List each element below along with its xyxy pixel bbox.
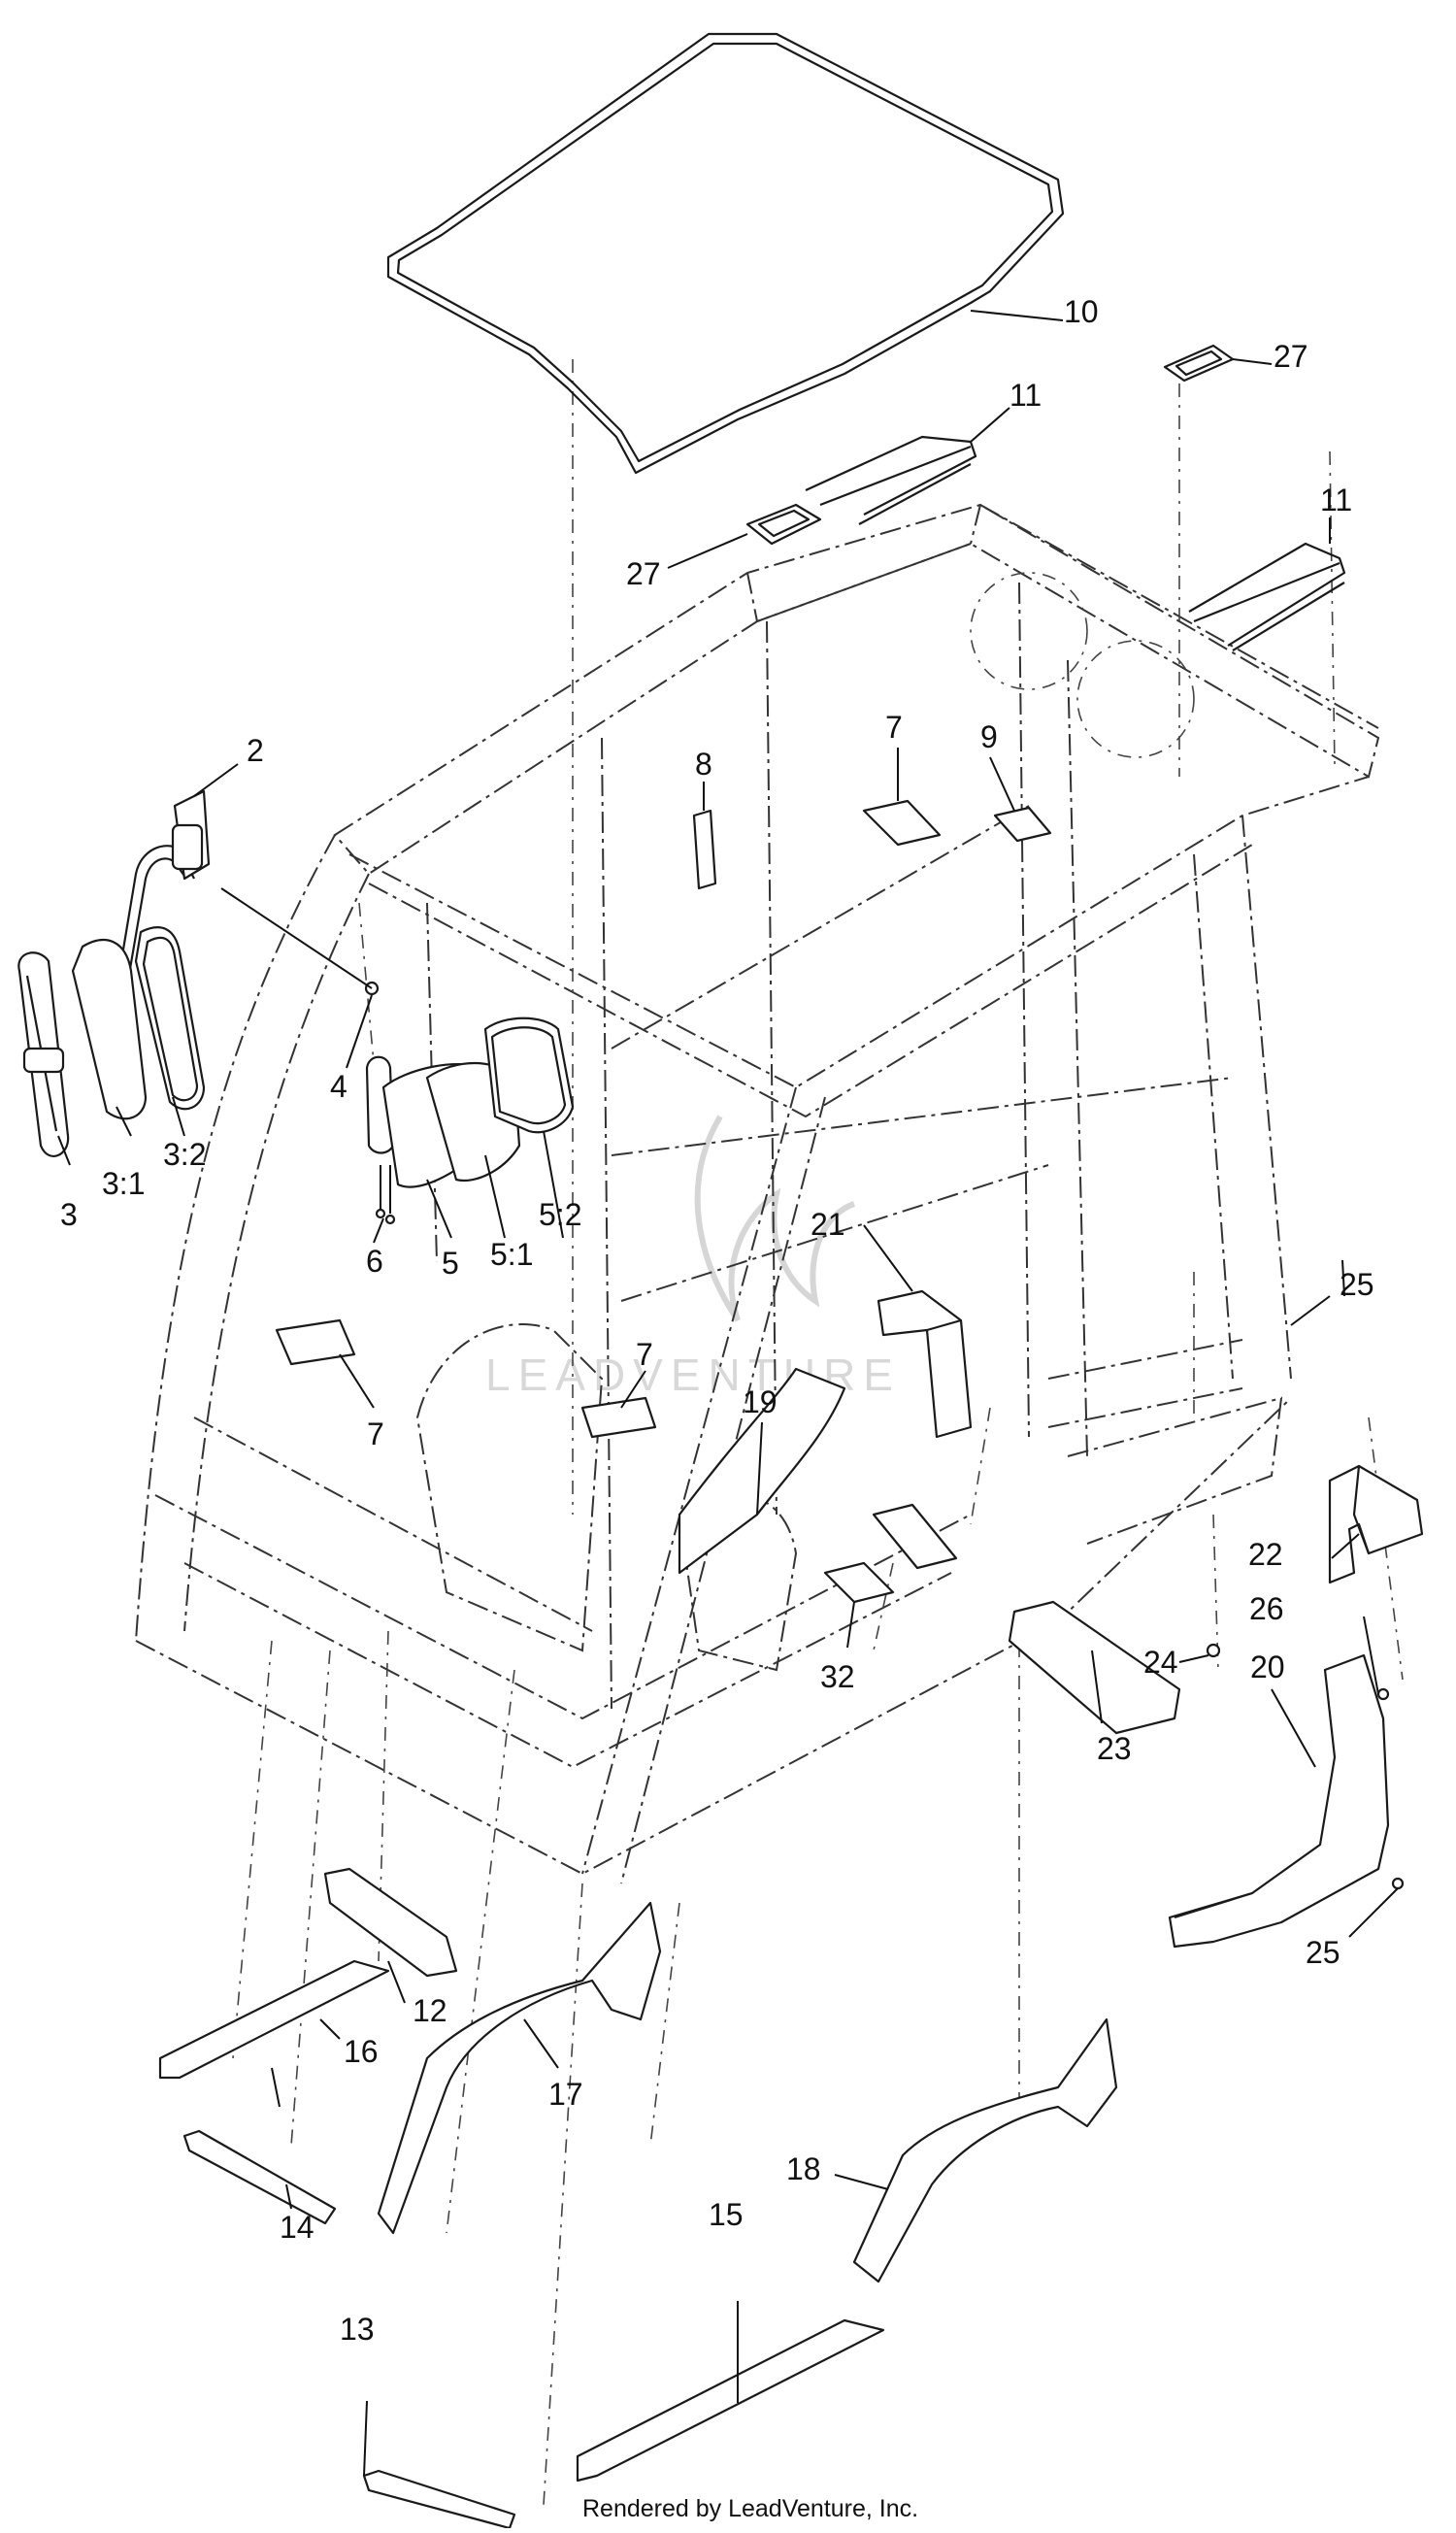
- pad-32: [823, 1561, 895, 1604]
- callout-4: 4: [330, 1069, 347, 1104]
- callout-25-top: 25: [1340, 1267, 1374, 1302]
- callout-20: 20: [1250, 1650, 1285, 1684]
- trim-15: [576, 2318, 885, 2483]
- callout-26: 26: [1249, 1591, 1284, 1626]
- callout-25-bottom: 25: [1306, 1935, 1340, 1970]
- pad-7-left: [275, 1318, 356, 1366]
- callout-5-1: 5:1: [490, 1237, 533, 1272]
- callout-8: 8: [695, 747, 712, 782]
- callouts: 10 11 11 27 27 2 4 3 3:1 3:2 6 5 5:1 5:2…: [60, 294, 1374, 2347]
- callout-10: 10: [1064, 294, 1099, 329]
- pad-crossbar: [872, 1503, 958, 1570]
- callout-7-mid: 7: [636, 1337, 653, 1372]
- footer-credit: Rendered by LeadVenture, Inc.: [582, 2495, 918, 2522]
- callout-13: 13: [340, 2312, 375, 2347]
- trim-14: [182, 2129, 337, 2225]
- callout-5: 5: [442, 1246, 459, 1281]
- callout-3: 3: [60, 1197, 78, 1232]
- pad-9: [993, 806, 1052, 843]
- pad-7-top: [862, 799, 942, 847]
- callout-22: 22: [1248, 1537, 1283, 1572]
- bracket-21: [877, 1289, 973, 1439]
- mirror-arm: [110, 789, 211, 1020]
- callout-7-left: 7: [367, 1416, 384, 1451]
- watermark-logo: LEADVENTURE: [485, 1115, 893, 1400]
- leader-lines: [57, 310, 1399, 2477]
- callout-27-left: 27: [626, 556, 661, 591]
- rear-panel-20: [1168, 1643, 1405, 1949]
- callout-14: 14: [280, 2210, 314, 2245]
- side-panel-18: [852, 2017, 1118, 2283]
- trim-13: [362, 2469, 516, 2530]
- callout-11-right: 11: [1320, 483, 1352, 517]
- assembly-lines: [232, 359, 1404, 2506]
- callout-19: 19: [743, 1384, 778, 1419]
- cab-frame: [135, 503, 1380, 1884]
- callout-23: 23: [1097, 1731, 1132, 1766]
- callout-15: 15: [709, 2197, 744, 2232]
- weather-strip-right: [1188, 542, 1346, 651]
- callout-7-top: 7: [885, 710, 903, 745]
- callout-9: 9: [980, 719, 998, 754]
- weather-strip-left: [805, 435, 977, 525]
- callout-16: 16: [344, 2034, 379, 2069]
- callout-6: 6: [366, 1244, 383, 1279]
- trim-12: [323, 1867, 458, 1978]
- callout-5-2: 5:2: [539, 1197, 581, 1232]
- callout-12: 12: [413, 1993, 447, 2028]
- right-mirror: [365, 1017, 575, 1225]
- callout-21: 21: [811, 1207, 845, 1242]
- callout-18: 18: [786, 2151, 821, 2186]
- roof-seal: [386, 32, 1065, 475]
- pad-7-mid: [580, 1396, 657, 1439]
- panel-19: [678, 1367, 846, 1575]
- callout-11-left: 11: [1009, 378, 1042, 413]
- callout-32: 32: [820, 1659, 855, 1694]
- callout-3-1: 3:1: [102, 1166, 145, 1201]
- dome-light-right: [1163, 344, 1235, 383]
- side-panel-17: [377, 1901, 662, 2235]
- callout-27-right: 27: [1274, 339, 1308, 374]
- pad-8: [692, 809, 717, 890]
- callout-17: 17: [548, 2077, 583, 2112]
- callout-24: 24: [1143, 1645, 1178, 1680]
- callout-2: 2: [247, 733, 264, 768]
- left-mirror: [17, 926, 206, 1157]
- callout-3-2: 3:2: [163, 1137, 206, 1172]
- trim-16: [158, 1959, 390, 2080]
- dome-light-left: [745, 503, 822, 546]
- bracket-22: [1328, 1464, 1424, 1584]
